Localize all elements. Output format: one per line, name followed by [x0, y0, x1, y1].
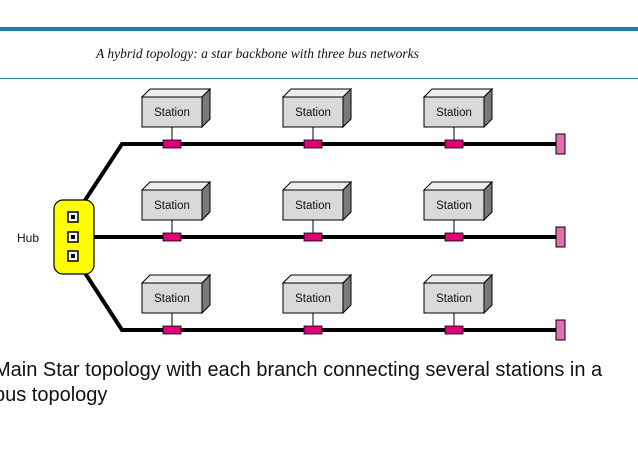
hub-port-indicator: [71, 235, 75, 239]
station-label: Station: [295, 293, 331, 305]
station-label: Station: [154, 293, 190, 305]
bus-cable: [72, 254, 556, 332]
station: Station: [281, 273, 353, 335]
station-front-face: [141, 96, 203, 128]
bus-tap-connector: [303, 139, 323, 149]
station: Station: [140, 273, 212, 335]
station-front-face: [141, 282, 203, 314]
bus-terminator: [555, 133, 566, 155]
station-label: Station: [154, 200, 190, 212]
bus-tap-connector: [162, 139, 182, 149]
station: Station: [281, 180, 353, 242]
station: Station: [422, 87, 494, 149]
station-top-face: [140, 274, 212, 284]
station-label: Station: [436, 107, 472, 119]
station-top-face: [422, 88, 494, 98]
station-label: Station: [295, 200, 331, 212]
bus-tap-connector: [444, 232, 464, 242]
bus-tap-connector: [303, 325, 323, 335]
station-front-face: [141, 189, 203, 221]
bus-terminator: [555, 319, 566, 341]
station-top-face: [281, 274, 353, 284]
station: Station: [422, 180, 494, 242]
station-label: Station: [295, 107, 331, 119]
station-top-face: [281, 88, 353, 98]
bus-tap-connector: [162, 325, 182, 335]
bus-cable: [72, 142, 556, 219]
station-front-face: [423, 282, 485, 314]
station-label: Station: [436, 293, 472, 305]
station: Station: [140, 180, 212, 242]
bus-tap-connector: [444, 325, 464, 335]
hub-label: Hub: [17, 231, 39, 245]
station-top-face: [422, 274, 494, 284]
station-front-face: [423, 96, 485, 128]
station: Station: [281, 87, 353, 149]
bus-tap-connector: [444, 139, 464, 149]
station-label: Station: [154, 107, 190, 119]
station: Station: [140, 87, 212, 149]
bus-terminator: [555, 226, 566, 248]
station-top-face: [422, 181, 494, 191]
station-front-face: [282, 189, 344, 221]
caption-rule: [0, 78, 638, 79]
station-front-face: [282, 96, 344, 128]
station-top-face: [281, 181, 353, 191]
bus-tap-connector: [303, 232, 323, 242]
slide-body-text: Main Star topology with each branch conn…: [0, 359, 603, 406]
station-front-face: [282, 282, 344, 314]
hub-port-indicator: [71, 215, 75, 219]
station-top-face: [140, 88, 212, 98]
station-front-face: [423, 189, 485, 221]
diagram-caption: A hybrid topology: a star backbone with …: [96, 46, 419, 61]
hub-port-indicator: [71, 254, 75, 258]
station: Station: [422, 273, 494, 335]
station-top-face: [140, 181, 212, 191]
station-label: Station: [436, 200, 472, 212]
header-rule: [0, 27, 638, 31]
bus-tap-connector: [162, 232, 182, 242]
